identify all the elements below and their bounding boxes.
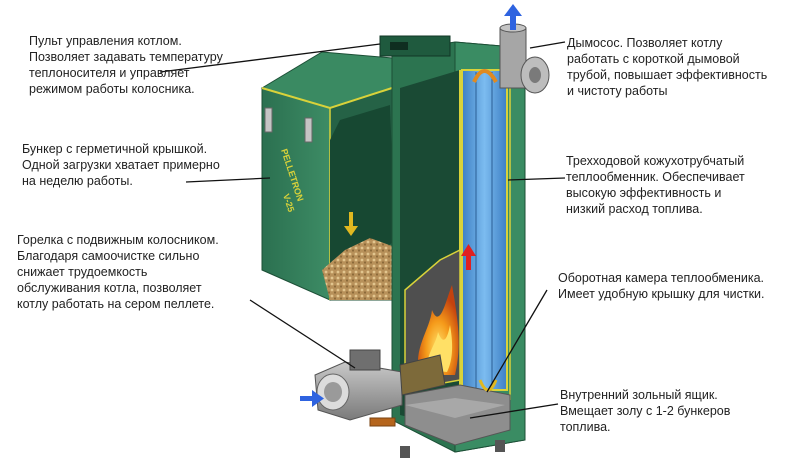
foot [495,440,505,452]
label-line: Трехходовой кожухотрубчатый [566,154,745,168]
return-chamber-label: Оборотная камера теплообменика. Имеет уд… [558,270,765,302]
label-line: Дымосос. Позволяет котлу [567,36,723,50]
burner-label: Горелка с подвижным колосником. Благодар… [17,232,219,312]
label-line: снижает трудоемкость [17,265,148,279]
label-line: теплоносителя и управляет [29,66,190,80]
label-line: работать с короткой дымовой [567,52,740,66]
label-line: Позволяет задавать температуру [29,50,223,64]
label-line: высокую эффективность и [566,186,722,200]
label-line: и чистоту работы [567,84,668,98]
label-line: Внутренний зольный ящик. [560,388,718,402]
label-line: обслуживания котла, позволяет [17,281,202,295]
water-pipe [369,417,396,427]
control-panel [379,35,451,57]
air-inlet-arrow [300,390,324,407]
label-line: теплообменник. Обеспечивает [566,170,745,184]
combustion-chamber [404,244,476,391]
heat-exchanger-label: Трехходовой кожухотрубчатый теплообменни… [566,153,745,217]
label-line: топлива. [560,420,611,434]
label-line: Имеет удобную крышку для чистки. [558,287,765,301]
burner [314,349,446,421]
label-line: Благодаря самоочистке сильно [17,249,200,263]
fuel-down-arrow [344,212,358,236]
foot [400,446,410,458]
label-line: Оборотная камера теплообменика. [558,271,765,285]
control-panel-label: Пульт управления котлом. Позволяет задав… [29,33,223,97]
smoke-exhauster-label: Дымосос. Позволяет котлу работать с коро… [567,35,767,99]
exhaust-up-arrow [504,4,522,30]
label-line: котлу работать на сером пеллете. [17,297,215,311]
smoke-exhauster [472,4,550,94]
label-line: на неделю работы. [22,174,133,188]
label-line: Горелка с подвижным колосником. [17,233,219,247]
hopper-label: Бункер с герметичной крышкой. Одной загр… [22,141,220,189]
heat-exchanger [461,69,508,391]
ash-box [404,379,511,446]
label-line: низкий расход топлива. [566,202,703,216]
label-line: Бункер с герметичной крышкой. [22,142,208,156]
label-line: режимом работы колосника. [29,82,195,96]
hopper: PELLETRON V-25 [260,51,401,301]
label-line: трубой, повышает эффективность [567,68,768,82]
label-line: Вмещает золу с 1-2 бункеров [560,404,731,418]
leader-lines [159,41,566,419]
hot-gas-up-arrow [461,244,476,270]
pellet-pile [322,238,400,300]
label-line: Пульт управления котлом. [29,34,182,48]
ash-box-label: Внутренний зольный ящик. Вмещает золу с … [560,387,730,435]
label-line: Одной загрузки хватает примерно [22,158,220,172]
